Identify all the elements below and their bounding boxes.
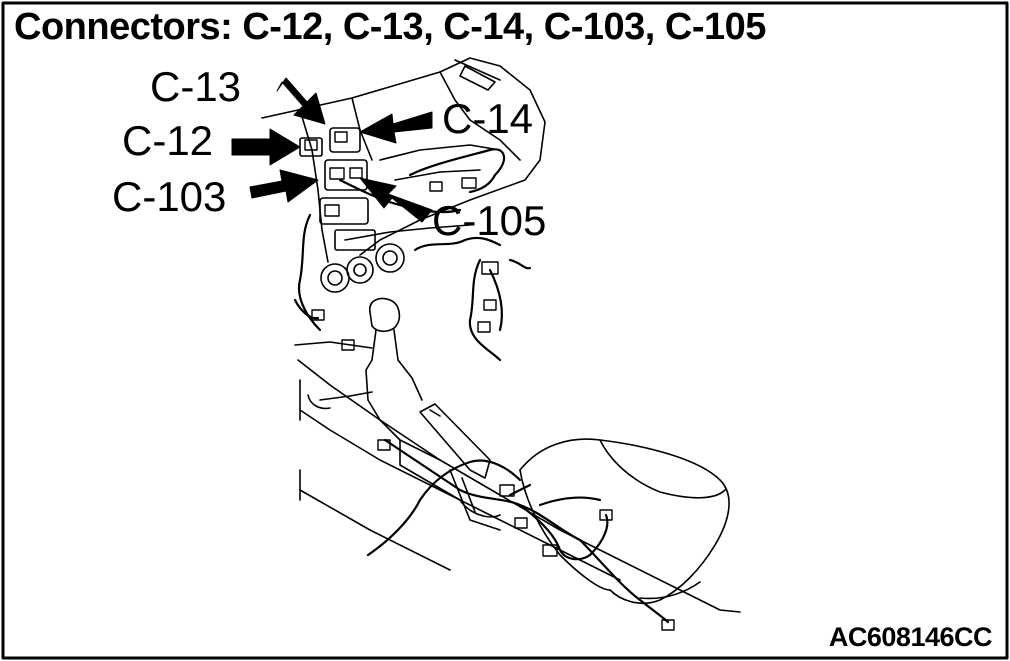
console-harness: [366, 438, 670, 624]
arrow-c103: [249, 169, 319, 203]
callout-arrows: [231, 77, 433, 223]
arrow-c13: [276, 77, 326, 125]
harness-connectors: [304, 131, 675, 631]
arrow-c105: [359, 177, 433, 223]
callout-label-c12: C-12: [122, 117, 214, 164]
figure-id: AC608146CC: [828, 622, 993, 652]
callout-label-c14: C-14: [442, 95, 534, 142]
dashboard-harness: [293, 148, 532, 362]
armrest: [519, 438, 730, 605]
page-title: Connectors: C-12, C-13, C-14, C-103, C-1…: [14, 6, 766, 48]
center-stack: [299, 127, 405, 293]
callout-label-c13: C-13: [150, 63, 242, 110]
shift-lever: [365, 297, 423, 421]
callout-label-c103: C-103: [112, 173, 227, 220]
arrow-c14: [359, 111, 433, 144]
arrow-c12: [231, 128, 301, 166]
callout-label-c105: C-105: [432, 197, 547, 244]
